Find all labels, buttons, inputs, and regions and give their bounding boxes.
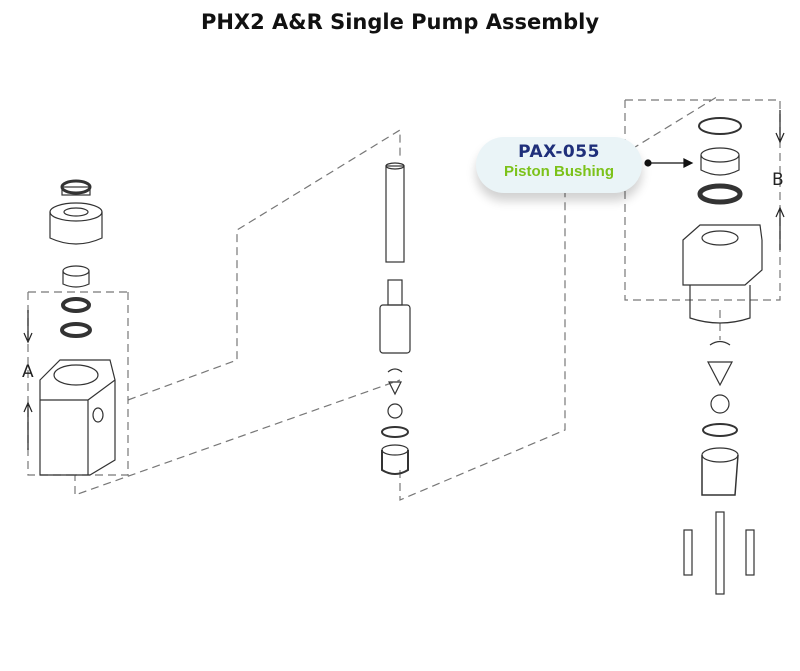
section-label-b: B	[772, 170, 784, 190]
left-assembly	[23, 179, 116, 476]
part-name: Piston Bushing	[504, 163, 614, 180]
part-number: PAX-055	[518, 142, 600, 162]
dashed-guides	[27, 94, 781, 501]
diagram-title: PHX2 A&R Single Pump Assembly	[200, 10, 600, 34]
part-callout[interactable]: PAX-055 Piston Bushing	[476, 137, 642, 193]
middle-assembly	[379, 162, 411, 475]
section-label-a: A	[22, 362, 34, 382]
right-assembly	[682, 110, 785, 595]
callout-connector	[644, 158, 694, 168]
